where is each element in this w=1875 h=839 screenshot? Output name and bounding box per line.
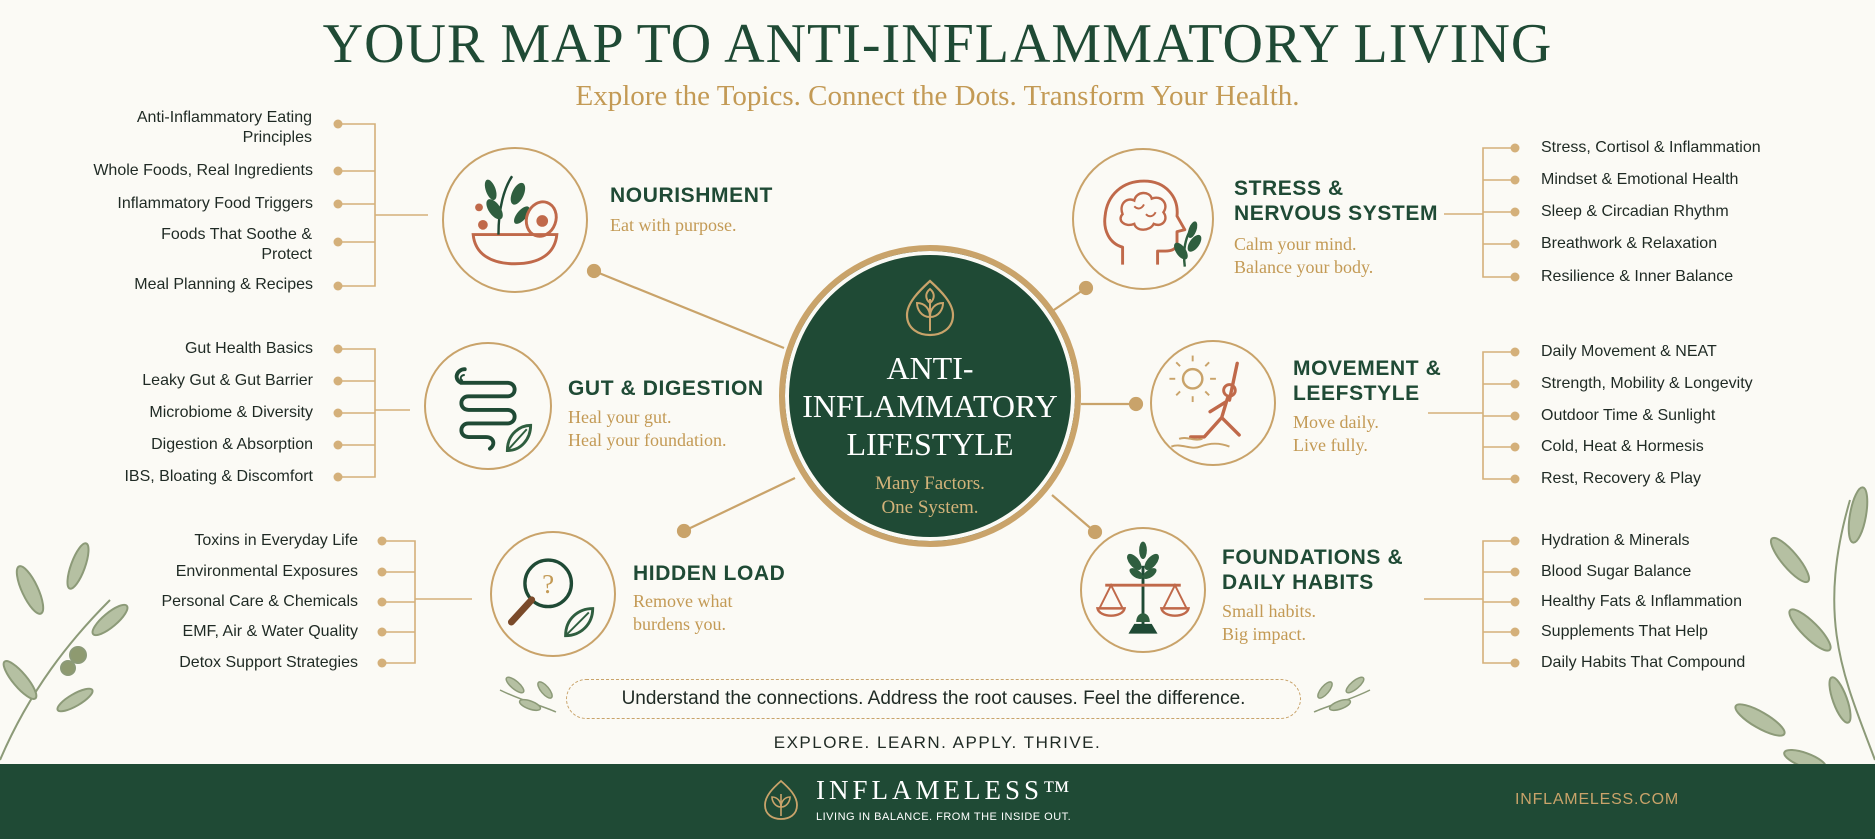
- motto: EXPLORE. LEARN. APPLY. THRIVE.: [773, 733, 1102, 752]
- list-item[interactable]: Healthy Fats & Inflammation: [1541, 593, 1742, 610]
- list-item[interactable]: Detox Support Strategies: [179, 654, 358, 671]
- category-tagline-hidden-load: Remove what burdens you.: [633, 591, 733, 634]
- list-item[interactable]: Supplements That Help: [1541, 623, 1708, 640]
- list-item[interactable]: Blood Sugar Balance: [1541, 563, 1692, 580]
- footer-bar: INFLAMELESS™ LIVING IN BALANCE. FROM THE…: [0, 764, 1875, 839]
- list-item[interactable]: Daily Habits That Compound: [1541, 654, 1746, 671]
- leaf-emblem-icon: [905, 279, 955, 337]
- list-item[interactable]: EMF, Air & Water Quality: [182, 623, 358, 640]
- key-message-banner: Understand the connections. Address the …: [566, 679, 1301, 719]
- balance-scale-icon: [1080, 527, 1206, 653]
- center-title: ANTI- INFLAMMATORY LIFESTYLE: [802, 350, 1058, 462]
- list-item[interactable]: Hydration & Minerals: [1541, 532, 1690, 549]
- center-hub: ANTI- INFLAMMATORY LIFESTYLE Many Factor…: [779, 245, 1081, 547]
- category-title-nourishment[interactable]: NOURISHMENT: [610, 184, 773, 207]
- list-item[interactable]: Foods That Soothe & Protect: [161, 226, 312, 263]
- list-item[interactable]: Whole Foods, Real Ingredients: [93, 162, 313, 179]
- category-title-movement[interactable]: MOVEMENT & LEEFSTYLE: [1293, 357, 1442, 405]
- brand-tagline: LIVING IN BALANCE. FROM THE INSIDE OUT.: [816, 811, 1072, 823]
- list-item[interactable]: IBS, Bloating & Discomfort: [124, 468, 313, 485]
- list-item[interactable]: Cold, Heat & Hormesis: [1541, 438, 1704, 455]
- category-title-hidden-load[interactable]: HIDDEN LOAD: [633, 562, 786, 585]
- magnifier-question-icon: ?: [490, 531, 616, 657]
- list-item[interactable]: Microbiome & Diversity: [149, 404, 313, 421]
- list-item[interactable]: Stress, Cortisol & Inflammation: [1541, 139, 1761, 156]
- page-title: YOUR MAP TO ANTI-INFLAMMATORY LIVING: [322, 13, 1553, 75]
- category-tagline-movement: Move daily. Live fully.: [1293, 412, 1379, 455]
- category-title-gut[interactable]: GUT & DIGESTION: [568, 377, 764, 400]
- category-tagline-gut: Heal your gut. Heal your foundation.: [568, 407, 727, 450]
- olive-branch-left: [0, 542, 129, 761]
- category-tagline-nourishment: Eat with purpose.: [610, 215, 737, 235]
- list-item[interactable]: Meal Planning & Recipes: [134, 276, 313, 293]
- list-item[interactable]: Personal Care & Chemicals: [161, 593, 358, 610]
- brain-head-icon: [1072, 148, 1214, 290]
- list-item[interactable]: Gut Health Basics: [184, 340, 313, 357]
- website-link[interactable]: INFLAMELESS.COM: [1514, 791, 1679, 808]
- svg-text:?: ?: [542, 569, 554, 599]
- list-item[interactable]: Sleep & Circadian Rhythm: [1541, 203, 1729, 220]
- list-item[interactable]: Environmental Exposures: [175, 563, 358, 580]
- list-item[interactable]: Rest, Recovery & Play: [1541, 470, 1702, 487]
- category-title-stress[interactable]: STRESS & NERVOUS SYSTEM: [1234, 177, 1439, 225]
- olive-branch-right: [1734, 486, 1875, 771]
- category-title-foundations[interactable]: FOUNDATIONS & DAILY HABITS: [1222, 546, 1404, 594]
- brand-name[interactable]: INFLAMELESS™: [816, 775, 1074, 805]
- page-subtitle: Explore the Topics. Connect the Dots. Tr…: [575, 80, 1300, 112]
- brand-leaf-icon: [764, 779, 798, 820]
- list-item[interactable]: Strength, Mobility & Longevity: [1541, 375, 1753, 392]
- list-item[interactable]: Leaky Gut & Gut Barrier: [142, 372, 313, 389]
- list-item[interactable]: Breathwork & Relaxation: [1541, 235, 1718, 252]
- list-item[interactable]: Outdoor Time & Sunlight: [1541, 407, 1716, 424]
- list-item[interactable]: Inflammatory Food Triggers: [117, 195, 313, 212]
- list-item[interactable]: Toxins in Everyday Life: [194, 532, 358, 549]
- list-item[interactable]: Daily Movement & NEAT: [1541, 343, 1717, 360]
- yoga-sun-icon: [1150, 340, 1276, 466]
- category-tagline-stress: Calm your mind. Balance your body.: [1234, 234, 1374, 277]
- list-item[interactable]: Anti-Inflammatory Eating Principles: [136, 109, 312, 146]
- list-item[interactable]: Resilience & Inner Balance: [1541, 268, 1734, 285]
- salad-bowl-icon: [442, 147, 588, 293]
- category-tagline-foundations: Small habits. Big impact.: [1222, 601, 1316, 644]
- list-item[interactable]: Digestion & Absorption: [151, 436, 313, 453]
- intestine-icon: [424, 342, 552, 470]
- list-item[interactable]: Mindset & Emotional Health: [1541, 171, 1739, 188]
- center-tagline: Many Factors. One System.: [875, 473, 985, 518]
